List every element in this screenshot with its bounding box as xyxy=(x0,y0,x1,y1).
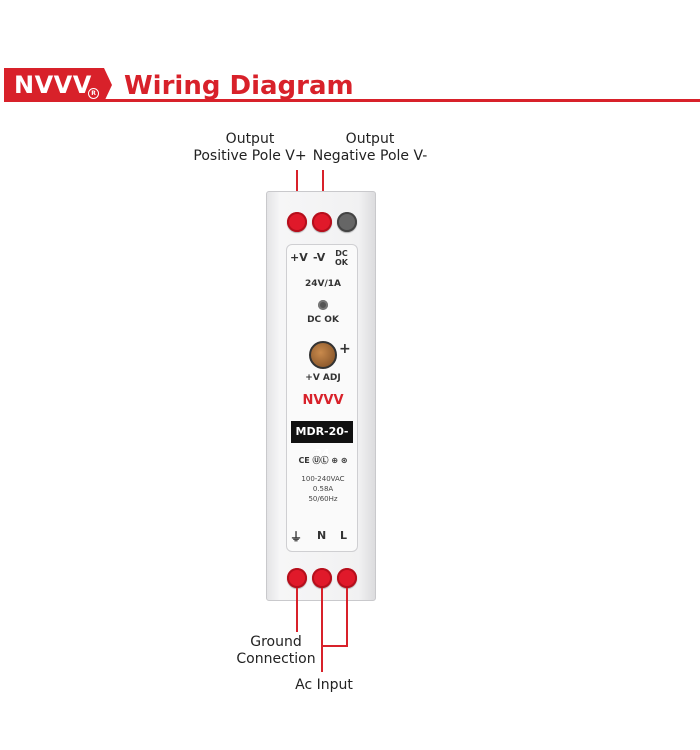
ground-line2: Connection xyxy=(236,651,316,667)
adjust-label: +V ADJ xyxy=(305,373,341,383)
brand-name: NVVV xyxy=(14,71,92,99)
output-positive-line2: Positive Pole V+ xyxy=(193,148,307,164)
header-rule xyxy=(4,99,700,102)
label-minus-v: -V xyxy=(313,251,326,264)
spec-current: 0.58A xyxy=(312,485,334,493)
spec-voltage: 100-240VAC xyxy=(301,475,345,483)
panel-brand: NVVV xyxy=(302,393,344,408)
wire-neutral xyxy=(321,588,323,672)
ground-connection-label: Ground Connection xyxy=(226,634,326,668)
dc-ok-line2: OK xyxy=(335,258,348,267)
ground-line1: Ground xyxy=(250,634,302,650)
wire-ac-join xyxy=(321,645,348,647)
model-label: MDR-20-24 xyxy=(291,421,353,460)
terminal-line[interactable] xyxy=(337,568,357,588)
wire-ground xyxy=(296,588,298,632)
wire-line xyxy=(346,588,348,646)
terminal-ground[interactable] xyxy=(287,568,307,588)
brand-tail-shape xyxy=(104,68,112,102)
dc-ok-line1: DC xyxy=(335,249,348,258)
ground-symbol-icon: ⏚ xyxy=(290,530,303,544)
header: NVVV R Wiring Diagram xyxy=(0,68,700,104)
terminal-dc-ok[interactable] xyxy=(337,212,357,232)
label-dc-ok-terminal: DC OK xyxy=(335,249,348,267)
terminal-neutral[interactable] xyxy=(312,568,332,588)
output-negative-line2: Negative Pole V- xyxy=(312,148,428,164)
output-negative-line1: Output xyxy=(345,131,395,147)
adjust-plus-icon: + xyxy=(339,341,351,357)
registered-mark-icon: R xyxy=(88,88,99,99)
output-positive-label: Output Positive Pole V+ xyxy=(190,131,310,165)
terminal-negative-output[interactable] xyxy=(312,212,332,232)
power-supply-unit: +V -V DC OK 24V/1A DC OK + +V ADJ NVVV M… xyxy=(266,191,376,601)
spec-frequency: 50/60Hz xyxy=(308,495,338,503)
label-plus-v: +V xyxy=(290,251,308,264)
front-panel: +V -V DC OK 24V/1A DC OK + +V ADJ NVVV M… xyxy=(286,244,358,552)
led-label: DC OK xyxy=(307,315,339,325)
page-title: Wiring Diagram xyxy=(124,71,354,101)
voltage-adjust-knob[interactable] xyxy=(309,341,337,369)
brand-logo: NVVV R xyxy=(4,68,104,102)
certification-marks: CE ⓊⓁ ⊕ ⊛ xyxy=(298,456,348,465)
rating-label: 24V/1A xyxy=(304,279,341,289)
terminal-positive-output[interactable] xyxy=(287,212,307,232)
output-negative-label: Output Negative Pole V- xyxy=(310,131,430,165)
label-neutral: N xyxy=(317,529,327,542)
ac-input-label: Ac Input xyxy=(295,677,353,693)
label-line: L xyxy=(340,529,348,542)
dc-ok-led xyxy=(318,300,328,310)
output-positive-line1: Output xyxy=(225,131,275,147)
